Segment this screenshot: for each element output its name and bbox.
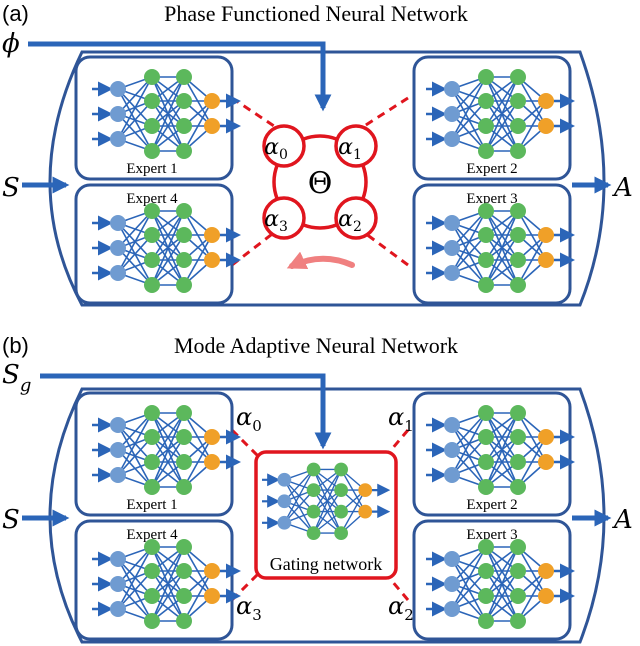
panel-b-container: [48, 387, 606, 644]
expert-3-b: Expert 3: [412, 519, 572, 641]
alpha-0-label-a: α0: [264, 135, 288, 163]
expert-4-a: Expert 4: [74, 183, 238, 305]
alpha-2-label-a: α2: [338, 207, 362, 235]
alpha-1-label-a: α1: [338, 135, 362, 163]
alpha-0-label-b: α0: [236, 403, 262, 435]
expert-3-label-b: Expert 3: [466, 527, 517, 543]
alpha-1-node: [334, 124, 378, 168]
phase-function: Θ α0 α1 α2 α3: [262, 124, 378, 270]
gating-input-label: Sg: [2, 360, 31, 396]
panel-b-label: (b): [2, 333, 29, 358]
gating-network: Gating network: [254, 450, 398, 580]
panel-a-title: Phase Functioned Neural Network: [164, 1, 468, 26]
alpha-2-label-b: α2: [388, 592, 414, 624]
rotation-arrow: [286, 251, 355, 270]
panel-a-container: [48, 50, 606, 307]
alpha-0-node: [262, 124, 306, 168]
alpha-3-node: [262, 196, 306, 240]
state-input-label-b: S: [2, 505, 20, 535]
alpha-2-node: [334, 196, 378, 240]
panel-a-links: [231, 96, 409, 267]
expert-3-a: Expert 3: [412, 183, 572, 305]
expert-1-label-a: Expert 1: [126, 161, 177, 177]
expert-4-b: Expert 4: [74, 519, 238, 641]
panel-b: (b) Mode Adaptive Neural Network Sg S A …: [2, 333, 633, 644]
gating-network-label: Gating network: [270, 554, 382, 574]
phase-input-label: ϕ: [2, 29, 20, 59]
alpha-3-label-a: α3: [264, 207, 288, 235]
expert-2-label-b: Expert 2: [466, 497, 517, 513]
panel-b-title: Mode Adaptive Neural Network: [174, 333, 458, 358]
theta-label: Θ: [308, 166, 333, 201]
expert-1-b: Expert 1: [74, 391, 238, 517]
expert-1-a: Expert 1: [74, 55, 238, 181]
panel-a-label: (a): [2, 1, 29, 26]
expert-2-b: Expert 2: [412, 391, 572, 517]
alpha-1-label-b: α1: [388, 403, 414, 435]
expert-2-a: Expert 2: [412, 55, 572, 181]
state-input-label-a: S: [2, 173, 20, 203]
expert-4-label-a: Expert 4: [126, 191, 178, 207]
phase-input-arrow: [28, 41, 332, 112]
action-output-label-a: A: [612, 173, 633, 203]
action-output-label-b: A: [612, 505, 633, 535]
expert-4-label-b: Expert 4: [126, 527, 178, 543]
expert-1-label-b: Expert 1: [126, 497, 177, 513]
expert-2-label-a: Expert 2: [466, 161, 517, 177]
panel-a: (a) Phase Functioned Neural Network ϕ S …: [2, 1, 633, 307]
expert-3-label-a: Expert 3: [466, 191, 517, 207]
gating-input-arrow: [40, 373, 332, 450]
alpha-3-label-b: α3: [236, 592, 262, 624]
